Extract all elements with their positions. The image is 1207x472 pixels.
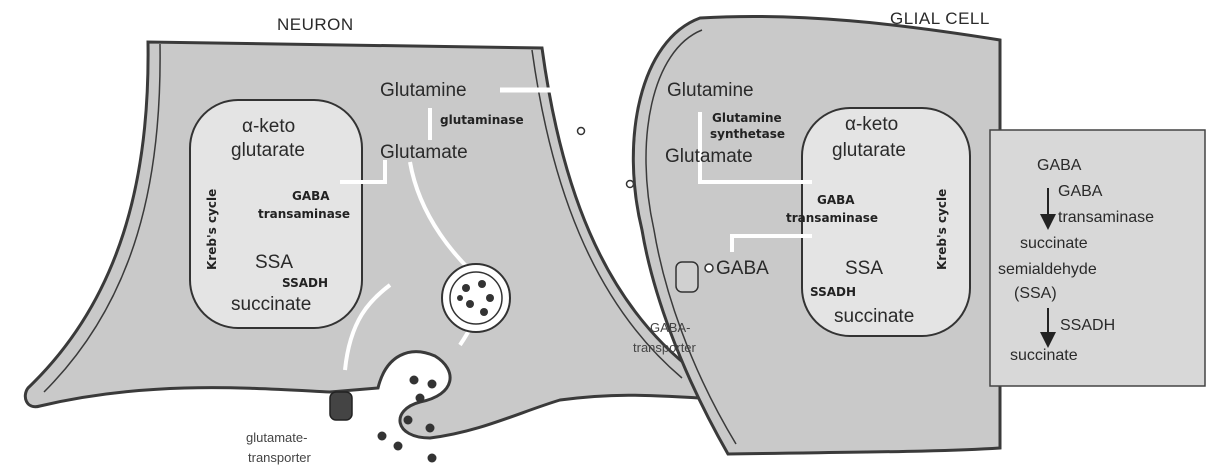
extracellular-molecule: [627, 181, 634, 188]
extracellular-molecule: [578, 128, 585, 135]
pathway-enzyme1-label-2: transaminase: [1058, 209, 1154, 226]
neuron-cell-body: [25, 42, 703, 438]
glutamate-transporter-label-1: glutamate-: [246, 430, 307, 445]
neuron-glutamine-label: Glutamine: [380, 80, 467, 101]
glial-kreb-label: Kreb's cycle: [935, 189, 949, 270]
neuron-akg-label-1: α-keto: [242, 116, 295, 137]
glial-succinate-label: succinate: [834, 306, 914, 327]
glial-akg-label-2: glutarate: [832, 140, 906, 161]
pathway-enzyme1-label-1: GABA: [1058, 183, 1103, 200]
neuron-ssadh-label: SSADH: [282, 276, 328, 290]
neuron-gaba-t-label-1: GABA: [292, 189, 330, 203]
gaba-transporter-label-2: transporter: [633, 340, 697, 355]
glutamine-synthetase-label-1: Glutamine: [712, 111, 782, 125]
glial-gaba-label: GABA: [716, 258, 769, 279]
glial-glutamate-label: Glutamate: [665, 146, 753, 167]
glutamate-transporter-label-2: transporter: [248, 450, 312, 465]
neuron-title: NEURON: [277, 15, 354, 34]
glutamine-synthetase-label-2: synthetase: [710, 127, 785, 141]
pathway-succinate-label: succinate: [1010, 347, 1078, 364]
pathway-ssa-label-1: succinate: [1020, 235, 1088, 252]
glial-ssadh-label: SSADH: [810, 285, 856, 299]
pathway-gaba-label: GABA: [1037, 157, 1082, 174]
glial-akg-label-1: α-keto: [845, 114, 898, 135]
gaba-molecule: [705, 264, 713, 272]
neuron-glutaminase-label: glutaminase: [440, 113, 524, 127]
glial-gaba-t-label-2: transaminase: [786, 211, 878, 225]
glutamate-transporter: [330, 392, 352, 420]
glial-gaba-t-label-1: GABA: [817, 193, 855, 207]
glial-glutamine-label: Glutamine: [667, 80, 754, 101]
neuron-ssa-label: SSA: [255, 252, 293, 273]
gaba-transporter: [676, 262, 698, 292]
glial-title: GLIAL CELL: [890, 9, 990, 28]
neuron-glutamate-label: Glutamate: [380, 142, 468, 163]
pathway-ssa-label-2: semialdehyde: [998, 261, 1097, 278]
synaptic-vesicle: [442, 264, 510, 332]
gaba-transporter-label-1: GABA-: [650, 320, 690, 335]
pathway-enzyme2-label: SSADH: [1060, 317, 1115, 334]
pathway-ssa-label-3: (SSA): [1014, 285, 1057, 302]
neuron-gaba-t-label-2: transaminase: [258, 207, 350, 221]
neuron-akg-label-2: glutarate: [231, 140, 305, 161]
glial-ssa-label: SSA: [845, 258, 883, 279]
neuron-succinate-label: succinate: [231, 294, 311, 315]
neuron-kreb-label: Kreb's cycle: [205, 189, 219, 270]
